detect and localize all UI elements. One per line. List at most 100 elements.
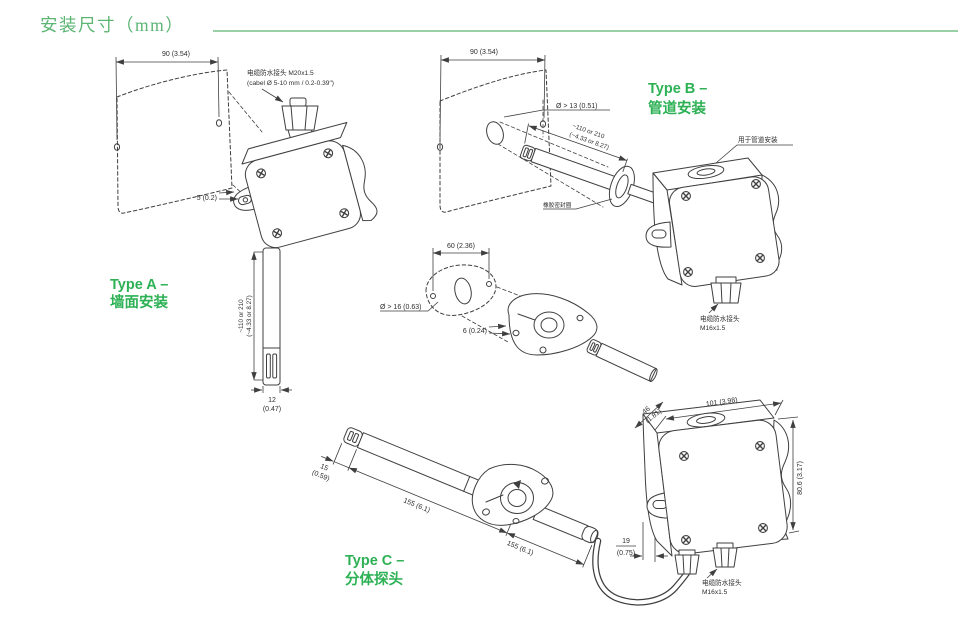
type-b-gland-label-1: 电缆防水接头 <box>700 314 740 323</box>
flange-probe-stub <box>586 339 658 382</box>
type-a-gland-label-1: 电缆防水接头 M20x1.5 <box>247 68 314 77</box>
flange-ear-hole <box>512 329 520 337</box>
type-a-probe-len-mm: ~110 or 210 <box>238 299 245 333</box>
type-b-enclosure <box>645 157 783 304</box>
enclosure-gland-label-1: 电缆防水接头 <box>702 578 742 587</box>
type-c-label-1: Type C – <box>345 553 404 569</box>
type-c-flange-hole <box>482 508 490 516</box>
type-b-probe-hole <box>486 121 504 145</box>
type-c-flange-clamp-gap <box>513 480 521 489</box>
screw-icon <box>682 266 694 278</box>
type-a-label-2: 墙面安装 <box>110 293 168 311</box>
enclosure-front <box>658 419 788 555</box>
page-title: 安装尺寸（mm） <box>40 15 184 35</box>
flange-dashed-plate <box>425 264 497 316</box>
type-b-mount-label: 用于管道安装 <box>738 135 778 144</box>
type-a-enclosure <box>233 121 378 249</box>
type-b-gland-label-2: M16x1.5 <box>700 325 726 332</box>
screw-icon <box>680 190 692 202</box>
type-a-probe-slot <box>272 353 278 379</box>
type-a-probe-slot <box>266 353 271 379</box>
flange-thickness-text: 6 (0.24) <box>463 328 487 335</box>
flange-hole-spacing-text: 60 (2.36) <box>447 243 475 250</box>
type-a-gland-leader <box>261 88 284 103</box>
type-b-mounting-ear <box>645 221 672 248</box>
type-b-figure: 90 (3.54) Ø > 13 (0.51) ~110 or 210 (~4.… <box>436 49 793 332</box>
type-a-wall-hole-right <box>215 119 223 127</box>
type-b-gland-leader <box>708 303 719 314</box>
flange-dim-thickness: 6 (0.24) <box>463 323 511 337</box>
type-c-label-2: 分体探头 <box>345 570 403 588</box>
type-a-ear-dim-text: 5 (0.2) <box>197 195 217 202</box>
type-a-dim-probe-length: ~110 or 210 (~4.33 or 8.27) <box>238 251 263 381</box>
flange-hole-dia-text: Ø > 16 (0.63) <box>380 304 421 311</box>
type-a-enclosure-side <box>342 144 378 222</box>
flange-dim-hole-spacing: 60 (2.36) <box>432 243 490 291</box>
enclosure-cable-gland-left <box>674 549 700 575</box>
type-c-gap-in: (0.75) <box>617 550 635 557</box>
type-a-enclosure-front <box>244 140 361 249</box>
type-b-hole-dia-text: Ø > 13 (0.51) <box>556 103 597 110</box>
type-a-gland-label-2: (cabel Ø 5-10 mm / 0.2-0.39") <box>247 80 334 87</box>
flange-figure: 60 (2.36) Ø > 16 (0.63) 6 (0.24) <box>380 243 658 382</box>
screw-icon <box>680 534 692 546</box>
type-a-probe-len-in: (~4.33 or 8.27) <box>246 295 253 336</box>
flange-center-hole <box>454 277 472 305</box>
type-b-dim-hole-spacing: 90 (3.54) <box>439 49 546 141</box>
enclosure-gland-label-2: M16x1.5 <box>702 589 728 596</box>
enclosure-gland-leader <box>706 568 718 579</box>
screw-icon <box>754 252 766 264</box>
type-c-lock-lever <box>485 494 504 503</box>
type-a-tip-mm: 12 <box>268 397 276 404</box>
type-b-cable-gland <box>710 276 742 304</box>
enclosure-depth-mm: 46 <box>641 405 652 415</box>
type-c-figure: 15 (0.59) 155 (6.1) 155 (6.1) <box>311 427 691 606</box>
screw-icon <box>750 178 762 190</box>
flange-hole-left <box>430 293 436 299</box>
enclosure-dim-height: 80.6 (3.17) <box>777 416 804 534</box>
enclosure-width-text: 101 (3.98) <box>705 397 738 408</box>
type-a-ear-hole <box>242 197 249 203</box>
type-b-label-1: Type B – <box>648 81 707 97</box>
type-a-probe <box>262 247 281 386</box>
type-c-probe-end <box>581 525 598 544</box>
type-a-wall-panel <box>116 69 233 214</box>
enclosure-cable-gland-right <box>712 542 738 568</box>
flange-hole-right <box>486 281 492 287</box>
enclosure-figure: 46 (1.81) 101 (3.98) 80.6 (3.17) 电缆防水接头 … <box>634 397 804 596</box>
type-a-tip-in: (0.47) <box>263 406 281 413</box>
type-b-label-2: 管道安装 <box>648 99 706 117</box>
screw-icon <box>754 440 766 452</box>
type-b-seal-label-group: 橡胶密封圈 <box>543 198 613 210</box>
type-b-probe: ~110 or 210 (~4.33 or 8.27) <box>519 123 666 208</box>
type-a-wall-hole-left <box>113 143 121 151</box>
flange-lock-lever <box>517 313 536 321</box>
type-a-dim-hole-spacing: 90 (3.54) <box>115 51 220 141</box>
type-c-tip-mm: 15 <box>319 463 329 472</box>
type-b-wall-hole-left <box>436 143 444 151</box>
type-c-flange-screw <box>512 518 520 524</box>
type-a-label-1: Type A – <box>110 277 168 293</box>
type-a-figure: 90 (3.54) 电缆防水接头 M20x1.5 (cabel Ø 5-10 m… <box>110 51 378 413</box>
enclosure-height-text: 80.6 (3.17) <box>797 461 804 495</box>
type-c-flange-hole <box>541 477 549 485</box>
type-a-dim-ear: 5 (0.2) <box>197 189 239 202</box>
type-c-flange <box>471 464 554 526</box>
type-a-projection-rays <box>228 91 263 200</box>
screw-icon <box>757 522 769 534</box>
enclosure-dim-width: 101 (3.98) <box>654 397 784 431</box>
flange-dim-hole-dia: Ø > 16 (0.63) <box>380 301 439 312</box>
type-b-hole-spacing-text: 90 (3.54) <box>470 49 498 56</box>
type-a-hole-spacing-text: 90 (3.54) <box>162 51 190 58</box>
type-c-dims: 15 (0.59) 155 (6.1) 155 (6.1) <box>311 443 593 568</box>
type-b-dim-hole-dia: Ø > 13 (0.51) <box>503 103 610 118</box>
flange-ear-hole <box>576 314 584 322</box>
type-b-ear-slot <box>651 229 667 239</box>
screw-icon <box>678 450 690 462</box>
type-a-dim-tip: 12 (0.47) <box>251 386 292 413</box>
enclosure-left-side <box>642 413 673 557</box>
type-b-seal-label: 橡胶密封圈 <box>543 201 572 209</box>
type-c-gap-mm: 19 <box>622 538 630 545</box>
